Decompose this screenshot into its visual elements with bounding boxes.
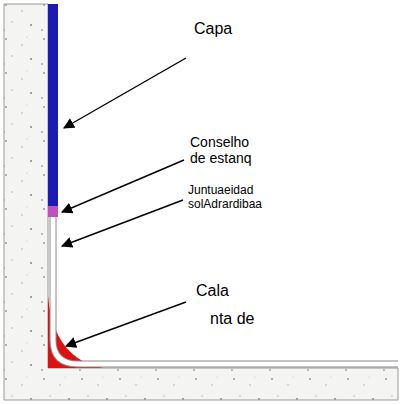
leader-line [62, 200, 183, 246]
callout-label: Cala [196, 282, 276, 300]
leader-line [62, 160, 184, 212]
callout-label: nta de [210, 310, 310, 328]
leader-line [66, 302, 186, 346]
leader-line [64, 58, 186, 128]
callout-label: Capa [194, 20, 314, 38]
coating-layer [48, 4, 58, 208]
callout-label: Conselho de estanq [190, 134, 260, 166]
concrete [4, 4, 398, 400]
membrane [53, 216, 398, 364]
seal-segment [48, 206, 58, 217]
callout-label: Juntuaeidad solAdrardibaa [188, 184, 298, 212]
membrane-outline [53, 216, 398, 364]
